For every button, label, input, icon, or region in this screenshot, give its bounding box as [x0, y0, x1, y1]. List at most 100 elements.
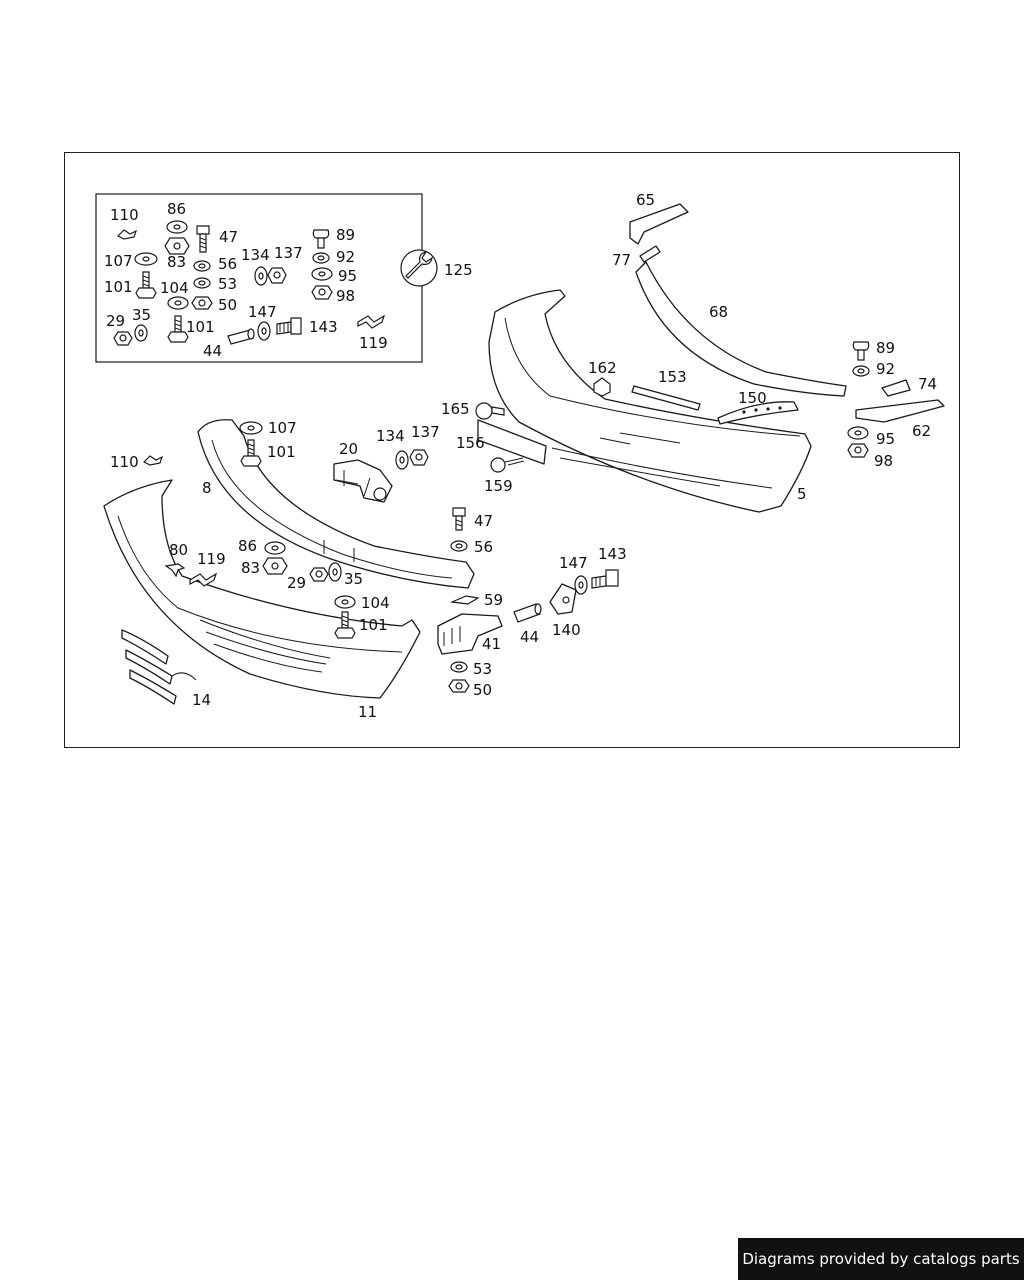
- footer-credit-text: Diagrams provided by catalogs parts: [742, 1250, 1020, 1268]
- callout-98b: 98: [874, 452, 893, 470]
- callout-29a: 29: [106, 312, 125, 330]
- nut-29: [309, 567, 329, 582]
- bumper-reinforcement-8: [197, 419, 475, 589]
- callout-143a: 143: [309, 318, 338, 336]
- inset-washer-95: [311, 267, 333, 281]
- washer-86: [264, 541, 286, 555]
- inset-washer-104: [167, 296, 189, 310]
- washer-107: [239, 421, 263, 435]
- callout-41: 41: [482, 635, 501, 653]
- callout-107b: 107: [268, 419, 297, 437]
- mount-bracket-41: [437, 613, 503, 655]
- callout-101a: 101: [104, 278, 133, 296]
- callout-95b: 95: [876, 430, 895, 448]
- inset-washer-147: [257, 321, 271, 341]
- inset-clip-110: [116, 229, 138, 240]
- callout-107a: 107: [104, 252, 133, 270]
- washer-53: [450, 661, 468, 673]
- callout-74: 74: [918, 375, 937, 393]
- callout-137b: 137: [411, 423, 440, 441]
- callout-47b: 47: [474, 512, 493, 530]
- callout-95a: 95: [338, 267, 357, 285]
- license-plate-base-156: [477, 419, 547, 465]
- callout-92a: 92: [336, 248, 355, 266]
- inset-clip-119: [357, 314, 386, 329]
- callout-89b: 89: [876, 339, 895, 357]
- callout-134b: 134: [376, 427, 405, 445]
- inset-washer-53: [193, 277, 211, 289]
- diagram-frame: [64, 152, 960, 748]
- rear-nut-98: [847, 443, 869, 458]
- inset-washer-92: [312, 252, 330, 264]
- callout-147a: 147: [248, 303, 277, 321]
- callout-50a: 50: [218, 296, 237, 314]
- clip-59: [449, 595, 480, 605]
- callout-110a: 110: [110, 206, 139, 224]
- callout-56a: 56: [218, 255, 237, 273]
- callout-50b: 50: [473, 681, 492, 699]
- callout-134a: 134: [241, 246, 270, 264]
- callout-83b: 83: [241, 559, 260, 577]
- callout-101c: 101: [267, 443, 296, 461]
- callout-53b: 53: [473, 660, 492, 678]
- rear-bumper-cover-5: [488, 289, 812, 513]
- grommet-162: [593, 377, 611, 397]
- callout-29b: 29: [287, 574, 306, 592]
- callout-44b: 44: [520, 628, 539, 646]
- screw-159: [490, 457, 525, 473]
- rear-bolt-89: [852, 341, 870, 361]
- callout-80: 80: [169, 541, 188, 559]
- clip-119: [189, 572, 218, 587]
- wrench-symbol-125: [400, 249, 438, 287]
- trim-clip-77: [639, 245, 661, 263]
- callout-labels: 110 86 47 107 83 56 134 137 89 92 95 98 …: [104, 191, 937, 721]
- callout-53a: 53: [218, 275, 237, 293]
- callout-8: 8: [202, 479, 212, 497]
- inset-nut-50: [191, 296, 213, 310]
- callout-104a: 104: [160, 279, 189, 297]
- callout-14: 14: [192, 691, 211, 709]
- clip-110: [142, 455, 164, 466]
- rear-trim-strip-68: [635, 261, 847, 397]
- trim-strip-62: [855, 399, 945, 423]
- callout-153: 153: [658, 368, 687, 386]
- bolt-47: [452, 507, 466, 531]
- inset-bolt-143: [276, 317, 302, 335]
- inset-nut-98: [311, 285, 333, 300]
- clip-80: [164, 563, 186, 578]
- inset-nut-29: [113, 331, 133, 346]
- inset-bolt-47: [196, 225, 210, 253]
- washer-147: [574, 575, 588, 595]
- callout-11: 11: [358, 703, 377, 721]
- inset-washer-56: [193, 260, 211, 272]
- callout-44a: 44: [203, 342, 222, 360]
- reflector-strip-150: [717, 401, 799, 425]
- callout-165: 165: [441, 400, 470, 418]
- end-cap-74: [881, 379, 911, 397]
- washer-104: [334, 595, 356, 609]
- rear-washer-95: [847, 426, 869, 440]
- callout-150: 150: [738, 389, 767, 407]
- bracket-20: [333, 459, 393, 503]
- callout-147b: 147: [559, 554, 588, 572]
- nut-83: [262, 557, 288, 575]
- inset-washer-134: [254, 266, 268, 286]
- trim-strip-153: [631, 385, 701, 411]
- callout-20: 20: [339, 440, 358, 458]
- plate-screw-165: [475, 402, 505, 420]
- callout-86b: 86: [238, 537, 257, 555]
- bolt-101: [240, 439, 262, 467]
- trim-end-cap-65: [629, 203, 689, 245]
- callout-92b: 92: [876, 360, 895, 378]
- callout-101b: 101: [186, 318, 215, 336]
- callout-159: 159: [484, 477, 513, 495]
- callout-62: 62: [912, 422, 931, 440]
- inset-washer-35: [134, 324, 148, 342]
- footer-credit: Diagrams provided by catalogs parts: [738, 1238, 1024, 1280]
- rear-washer-92: [852, 365, 870, 377]
- washer-56: [450, 540, 468, 552]
- callout-56b: 56: [474, 538, 493, 556]
- nut-50: [448, 679, 470, 693]
- callout-47a: 47: [219, 228, 238, 246]
